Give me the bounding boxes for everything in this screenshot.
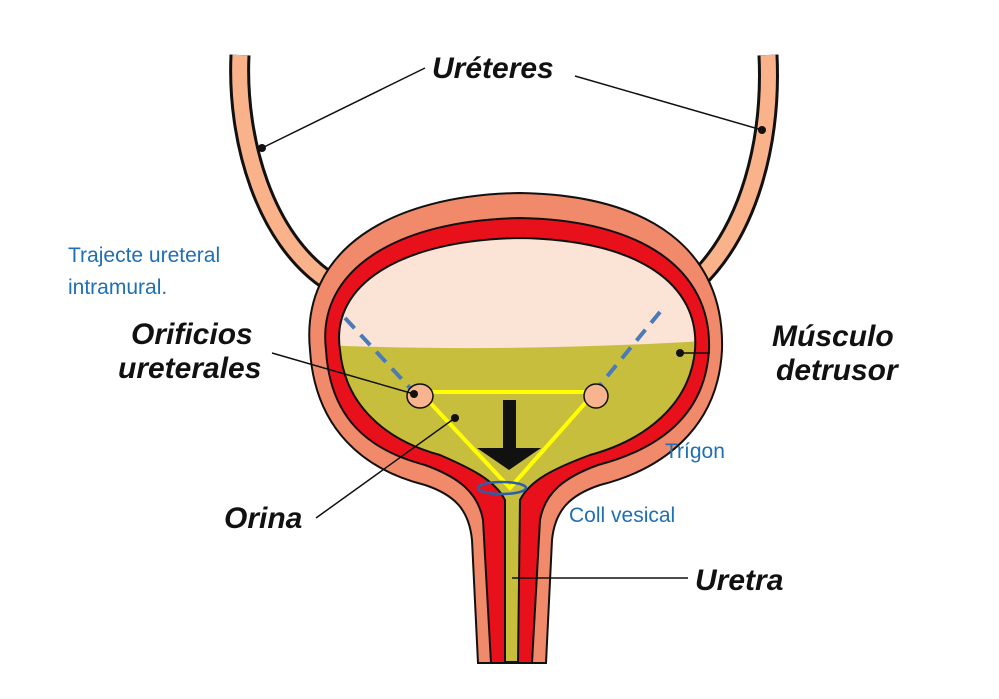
leader-dots: [258, 126, 766, 422]
trigone-triangle: [415, 390, 600, 491]
label-orificios-line1: Orificios: [131, 318, 253, 351]
right-ureter: [687, 54, 779, 290]
label-orificios-line2: ureterales: [118, 352, 261, 385]
bladder-neck-ring: [476, 480, 528, 496]
left-ureteral-orifice: [406, 383, 434, 409]
right-ureteral-orifice: [583, 383, 609, 409]
label-musculo-line1: Músculo: [772, 320, 894, 353]
label-ureteres: Uréteres: [432, 52, 554, 85]
label-coll-vesical: Coll vesical: [569, 504, 675, 527]
label-trajecte-line1: Trajecte ureteral: [68, 244, 220, 267]
label-trigon: Trígon: [665, 440, 725, 463]
label-orina: Orina: [224, 502, 302, 535]
left-ureter: [229, 54, 336, 291]
label-trajecte-line2: intramural.: [68, 276, 167, 299]
leader-lines: [261, 67, 763, 579]
left-intramural-tract: [343, 316, 412, 390]
label-uretra: Uretra: [695, 564, 783, 597]
right-intramural-tract: [598, 310, 662, 387]
label-musculo-line2: detrusor: [776, 354, 900, 387]
down-arrow-icon: [477, 400, 541, 470]
